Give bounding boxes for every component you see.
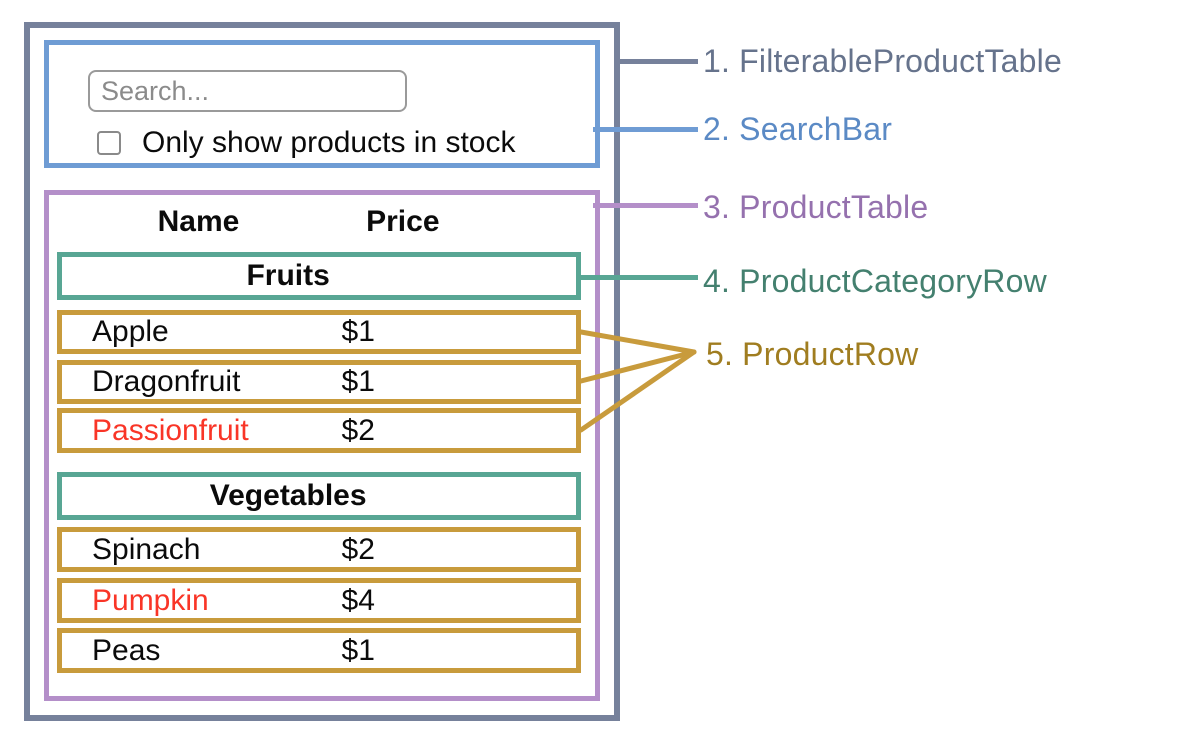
- name-column-header: Name: [157, 205, 240, 238]
- connector-product-category-row: [579, 275, 698, 280]
- table-header-row: Name Price: [57, 200, 581, 244]
- product-price: $2: [341, 413, 375, 447]
- price-column-header: Price: [366, 205, 440, 238]
- connector-product-rows-fan: [578, 329, 697, 433]
- stock-filter-checkbox[interactable]: [97, 131, 121, 155]
- connector-search-bar: [593, 127, 698, 132]
- product-price: $2: [341, 532, 375, 566]
- annotation-product-category-row: 4. ProductCategoryRow: [703, 263, 1047, 299]
- product-name: Spinach: [92, 532, 201, 566]
- product-category-row-vegetables: Vegetables: [57, 472, 581, 520]
- product-name: Pumpkin: [92, 583, 209, 617]
- product-row-spinach: Spinach $2: [57, 527, 581, 572]
- product-row-passionfruit: Passionfruit $2: [57, 408, 581, 453]
- search-input[interactable]: [88, 70, 407, 112]
- product-price: $1: [341, 633, 375, 667]
- connector-filterable-product-table: [616, 59, 698, 64]
- annotation-search-bar: 2. SearchBar: [703, 111, 893, 147]
- product-price: $4: [341, 583, 375, 617]
- product-price: $1: [341, 365, 375, 398]
- category-name: Fruits: [246, 259, 330, 292]
- product-name: Peas: [92, 633, 161, 667]
- product-table-box: [44, 190, 600, 701]
- annotation-product-table: 3. ProductTable: [703, 189, 929, 225]
- category-name: Vegetables: [209, 479, 367, 512]
- product-price: $1: [341, 315, 375, 348]
- product-row-apple: Apple $1: [57, 310, 581, 354]
- annotation-product-row: 5. ProductRow: [706, 336, 919, 372]
- connector-product-table: [593, 203, 698, 208]
- product-row-pumpkin: Pumpkin $4: [57, 578, 581, 623]
- product-name: Apple: [92, 315, 169, 348]
- product-name: Dragonfruit: [92, 365, 241, 398]
- annotation-filterable-product-table: 1. FilterableProductTable: [703, 43, 1062, 79]
- search-bar-box: [44, 40, 600, 168]
- stock-filter-label: Only show products in stock: [142, 126, 516, 159]
- product-category-row-fruits: Fruits: [57, 252, 581, 300]
- product-name: Passionfruit: [92, 413, 249, 447]
- product-row-dragonfruit: Dragonfruit $1: [57, 360, 581, 404]
- product-row-peas: Peas $1: [57, 628, 581, 673]
